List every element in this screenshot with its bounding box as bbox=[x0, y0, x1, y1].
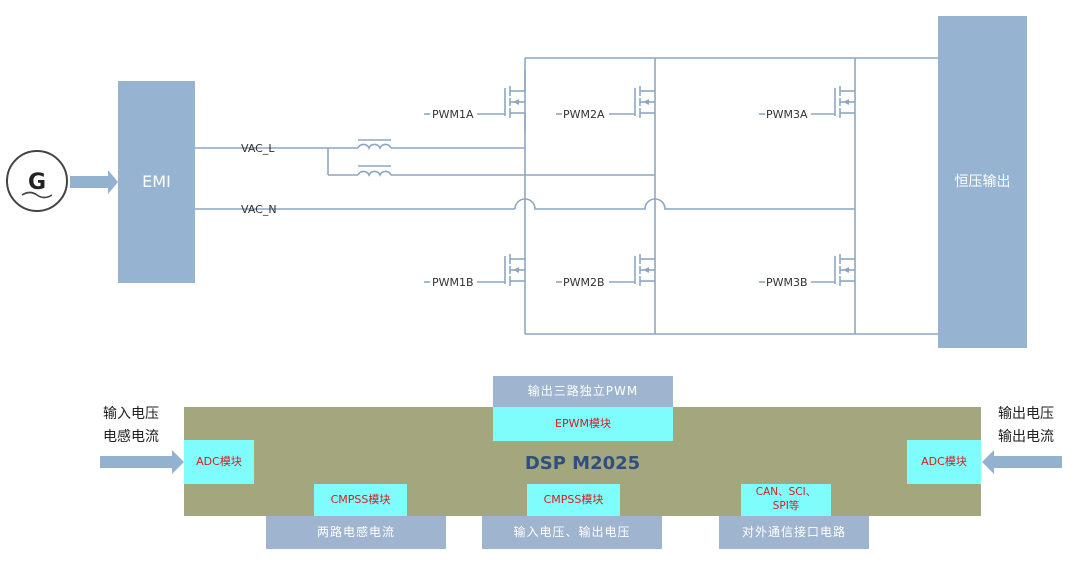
arrow-right-to-adc bbox=[982, 450, 1062, 474]
cmpss-2-label: CMPSS模块 bbox=[543, 492, 604, 506]
bottom-label-1-text: 两路电感电流 bbox=[316, 524, 395, 539]
bottom-label-box-1: 两路电感电流 bbox=[266, 516, 446, 549]
top-label-text: 输出三路独立PWM bbox=[527, 383, 639, 398]
cmpss-module-1: CMPSS模块 bbox=[314, 484, 407, 516]
bottom-label-box-3: 对外通信接口电路 bbox=[719, 516, 869, 549]
label-pwm1b: PWM1B bbox=[432, 276, 474, 289]
label-vac-l: VAC_L bbox=[241, 142, 275, 155]
generator-label: G bbox=[28, 170, 46, 195]
adc-left-label: ADC模块 bbox=[196, 454, 242, 468]
label-pwm1a: PWM1A bbox=[432, 108, 474, 121]
inductor-l1 bbox=[357, 139, 392, 150]
inductor-l2 bbox=[357, 165, 392, 177]
left-inputs-text: 输入电压 电感电流 bbox=[103, 403, 159, 449]
emi-block: EMI bbox=[118, 81, 195, 283]
left-input-1: 输入电压 bbox=[103, 406, 159, 422]
bottom-label-box-2: 输入电压、输出电压 bbox=[482, 516, 662, 549]
top-label-box: 输出三路独立PWM bbox=[493, 376, 673, 407]
right-input-1: 输出电压 bbox=[998, 406, 1054, 422]
comm-label: CAN、SCI、SPI等 bbox=[755, 486, 817, 512]
bottom-label-3-text: 对外通信接口电路 bbox=[741, 524, 846, 539]
mosfet-q3a bbox=[834, 86, 855, 118]
label-pwm3a: PWM3A bbox=[766, 108, 808, 121]
label-pwm2a: PWM2A bbox=[563, 108, 605, 121]
label-pwm3b: PWM3B bbox=[766, 276, 808, 289]
generator-symbol bbox=[6, 150, 68, 212]
mosfet-q1b bbox=[504, 254, 525, 286]
mosfet-q2a bbox=[634, 86, 655, 118]
right-inputs-text: 输出电压 输出电流 bbox=[998, 403, 1054, 449]
mosfet-q1a bbox=[504, 70, 526, 132]
output-label: 恒压输出 bbox=[954, 173, 1011, 190]
arrow-g-to-emi bbox=[70, 170, 118, 194]
cmpss-module-2: CMPSS模块 bbox=[527, 484, 620, 516]
emi-label: EMI bbox=[142, 171, 171, 191]
mosfet-q3b bbox=[834, 254, 855, 286]
arrow-left-to-adc bbox=[100, 450, 184, 474]
adc-module-right: ADC模块 bbox=[907, 440, 981, 484]
dsp-title: DSP M2025 bbox=[524, 452, 641, 474]
output-block: 恒压输出 bbox=[938, 16, 1027, 348]
mosfet-q2b bbox=[634, 254, 655, 286]
right-input-2: 输出电流 bbox=[998, 429, 1054, 445]
adc-module-left: ADC模块 bbox=[184, 440, 254, 484]
wire-vac-n-hops bbox=[514, 198, 855, 210]
label-vac-n: VAC_N bbox=[241, 203, 277, 216]
generator-wave bbox=[21, 191, 53, 199]
epwm-label: EPWM模块 bbox=[555, 416, 611, 430]
comm-module: CAN、SCI、SPI等 bbox=[741, 484, 831, 516]
bottom-label-2-text: 输入电压、输出电压 bbox=[513, 524, 631, 539]
left-input-2: 电感电流 bbox=[103, 429, 159, 445]
adc-right-label: ADC模块 bbox=[921, 454, 967, 468]
label-pwm2b: PWM2B bbox=[563, 276, 605, 289]
cmpss-1-label: CMPSS模块 bbox=[330, 492, 391, 506]
epwm-module: EPWM模块 bbox=[493, 407, 673, 441]
